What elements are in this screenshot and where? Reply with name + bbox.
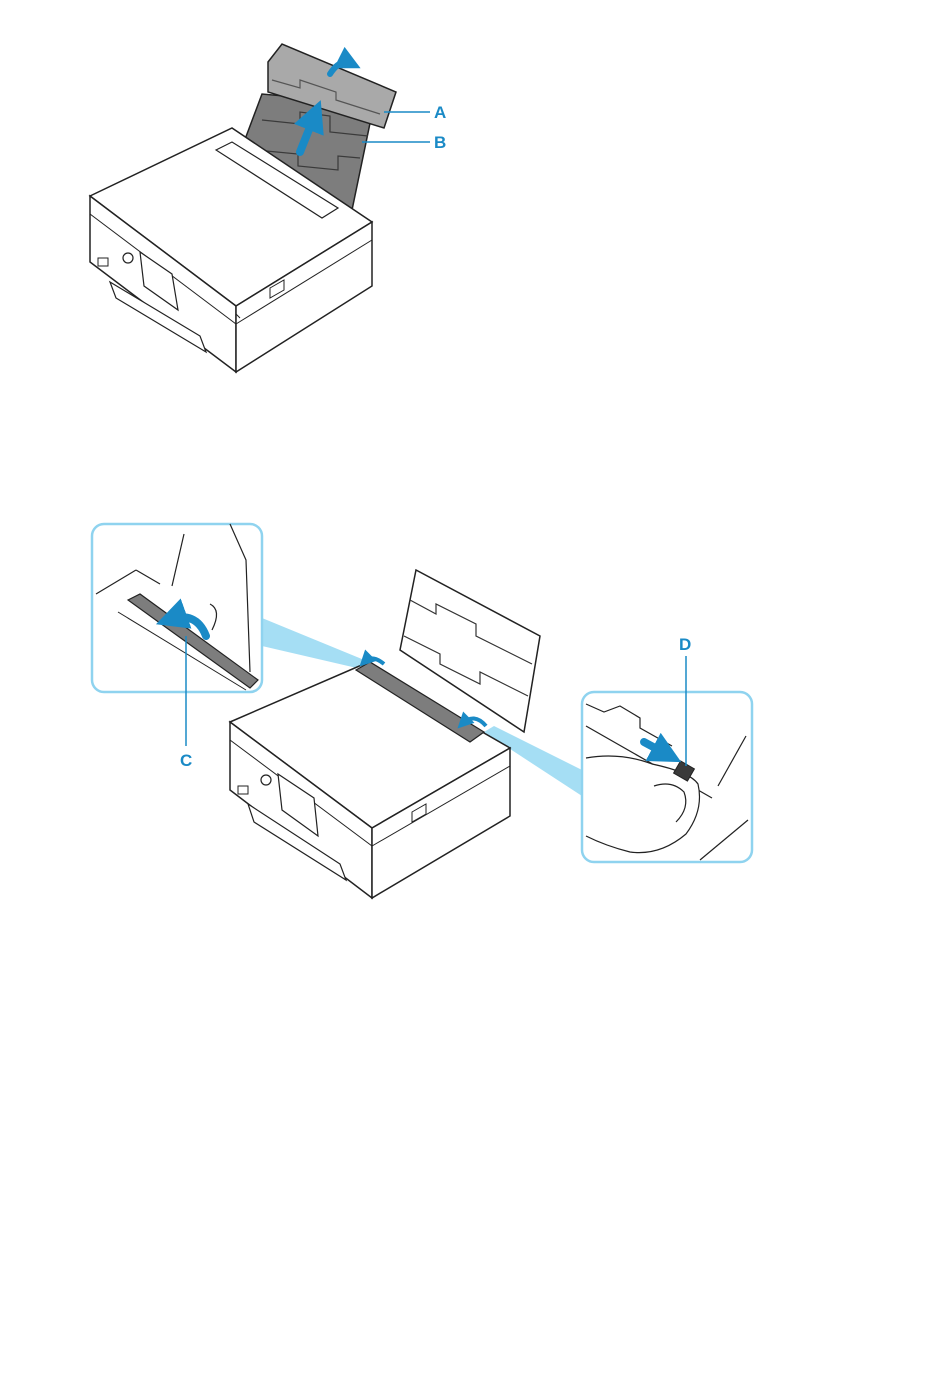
zoom-beam-left <box>262 618 374 672</box>
figure-1-printer-raising-tray: A B <box>90 44 446 372</box>
label-a: A <box>434 103 446 122</box>
label-b: B <box>434 133 446 152</box>
label-d: D <box>679 635 691 654</box>
zoom-inset-right <box>582 656 752 862</box>
label-c: C <box>180 751 192 770</box>
printer-body-2 <box>230 662 510 898</box>
figure-2-printer-opening-cover: C D <box>92 524 752 898</box>
zoom-inset-left <box>92 524 262 746</box>
